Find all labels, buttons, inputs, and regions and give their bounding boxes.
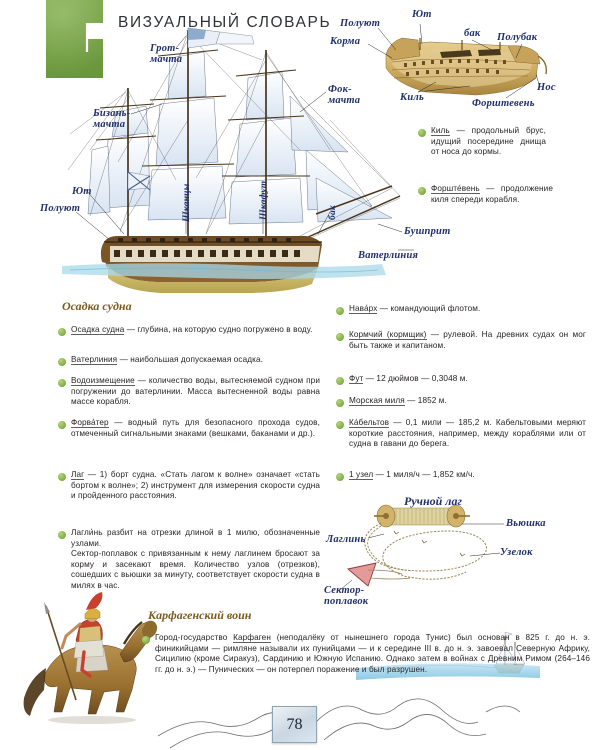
def-vodoizmeshchenie: — количество воды, вытесняемой судном пр… [71,376,320,407]
label-hull-kil: Киль [400,92,424,103]
entry-fut: Фут — 12 дюймов — 0,3048 м. [336,374,586,385]
term-morskaya-milya: Морская миля [349,396,405,406]
label-fok-machta: Фок- мачта [328,84,361,106]
def-osadka-sudna: — глубина, на которую судно погружено в … [124,325,313,334]
entry-morskaya-milya: Морская миля — 1852 м. [336,396,586,407]
term-kormchiy: Кормчий (кормщик) [349,330,427,340]
bullet-icon [336,306,344,315]
term-uzel: 1 узел [349,470,374,480]
bullet-icon [58,472,66,481]
bullet-icon [336,332,344,341]
bullet-icon [58,357,66,366]
term-vaterliniya: Ватерлиния [71,355,118,365]
label-grot-machta: Грот- мачта [150,43,183,65]
bullet-icon [58,530,66,539]
karfagen-text-before: Город-государство [155,633,234,642]
label-sektor-poplavok: Сектор- поплавок [324,585,369,607]
def-navarh: — командующий флотом. [377,304,481,313]
sailing-ship-illustration [62,27,401,293]
label-shkantsy: Шканцы [182,183,192,222]
bullet-icon [336,472,344,481]
entry-forshteven: Форште́вень — продолжение киля спереди к… [418,184,553,205]
hull-cutaway-illustration [385,37,548,96]
label-hull-polubak: Полубак [497,32,538,43]
label-uzelok: Узелок [500,547,533,558]
label-vyushka: Вьюшка [506,518,546,529]
entry-kormchiy: Кормчий (кормщик) — рулевой. На древних … [336,330,586,351]
bullet-icon [58,378,66,387]
def-uzel: — 1 миля/ч — 1,852 км/ч. [373,470,475,479]
mountain-sketch [157,698,521,749]
label-hull-korma: Корма [330,36,361,47]
entry-navarh: Нава́рх — командующий флотом. [336,304,586,315]
label-poluyut: Полуют [40,203,81,214]
bullet-icon [336,420,344,429]
page-title: ВИЗУАЛЬНЫЙ СЛОВАРЬ [118,14,332,31]
label-hull-bak: бак [464,28,481,39]
def-forshteven: — продолжение киля спереди корабля. [431,184,553,204]
page-number: 78 [272,706,317,743]
carthaginian-warrior-illustration [23,592,158,724]
bullet-icon [418,128,426,137]
entry-kil: Киль — продольный брус, идущий посередин… [418,126,546,158]
bullet-icon [336,376,344,385]
term-fut: Фут [349,374,364,384]
label-hull-poluyut: Полуют [340,18,381,29]
sailing-ship-leaders [75,35,414,251]
entry-vodoizmeshchenie: Водоизмещение — количество воды, вытесня… [58,376,320,408]
def-laglin: Лагли́нь разбит на отрезки длиной в 1 ми… [71,528,320,590]
term-kabeltov: Ка́бельтов [349,418,390,428]
def-kil: — продольный брус, идущий посередине дни… [431,126,546,157]
bullet-icon [336,398,344,407]
def-kormchiy: — рулевой. На древних судах он мог быть … [349,330,586,350]
term-kil: Киль [431,126,450,136]
entry-laglin: Лагли́нь разбит на отрезки длиной в 1 ми… [58,528,320,592]
bullet-icon [58,420,66,429]
entry-lag: Лаг — 1) борт судна. «Стать лагом к волн… [58,470,320,502]
def-kabeltov: — 0,1 мили — 185,2 м. Кабельтовыми меряю… [349,418,586,449]
label-laglin: Лаглинь [326,534,366,545]
label-busprit: Бушприт [404,226,451,237]
entry-forvater: Форва́тер — водный путь для безопасного … [58,418,320,439]
def-forvater: — водный путь для безопасного прохода су… [71,418,320,438]
label-shkafut: Шкафут [259,180,269,220]
def-morskaya-milya: — 1852 м. [404,396,447,405]
def-fut: — 12 дюймов — 0,3048 м. [363,374,468,383]
label-hull-nos: Нос [537,82,556,93]
term-vodoizmeshchenie: Водоизмещение [71,376,135,386]
section-title-draft: Осадка судна [62,299,132,313]
section-title-warrior: Карфагенский воин [148,608,252,622]
entry-kabeltov: Ка́бельтов — 0,1 мили — 185,2 м. Кабельт… [336,418,586,450]
term-karfagen: Карфаген [233,633,271,643]
entry-vaterliniya: Ватерлиния — наибольшая допускаемая осад… [58,355,320,366]
label-vaterliniya: Ватерлиния [358,250,419,261]
flag-icon [85,23,117,52]
bullet-icon [58,327,66,336]
label-hull-yut: Ют [412,9,432,20]
term-osadka-sudna: Осадка судна [71,325,125,335]
label-bak: бак [328,205,338,220]
label-hull-forshteven: Форштевень [472,98,535,109]
term-forshteven: Форште́вень [431,184,480,194]
entry-osadka-sudna: Осадка судна — глубина, на которую судно… [58,325,320,336]
label-bizan-machta: Бизань- мачта [93,108,131,130]
def-lag: — 1) борт судна. «Стать лагом к волне» о… [71,470,320,501]
def-vaterliniya: — наибольшая допускаемая осадка. [117,355,264,364]
entry-karfagen: Город-государство Карфаген (неподалёку о… [142,633,590,675]
term-navarh: Нава́рх [349,304,378,314]
label-yut: Ют [72,186,92,197]
term-forvater: Форва́тер [71,418,109,428]
bullet-icon [142,635,150,644]
label-ruchnoy-lag: Ручной лаг [404,494,462,508]
def-karfagen: (неподалёку от нынешнего города Тунис) б… [155,633,590,674]
entry-uzel: 1 узел — 1 миля/ч — 1,852 км/ч. [336,470,586,481]
bullet-icon [418,186,426,195]
term-lag: Лаг [71,470,85,480]
